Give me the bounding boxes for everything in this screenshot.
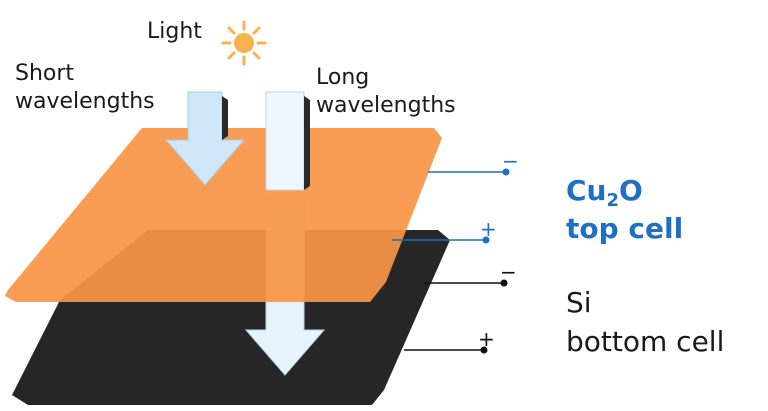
cu-text: Cu	[566, 174, 606, 207]
long-wavelengths-label-line2: wavelengths	[316, 93, 456, 118]
sun-icon	[221, 20, 267, 66]
cu2o-top-cell-layer	[5, 128, 442, 302]
bottom-cell-plus-sign: +	[478, 327, 495, 351]
short-wavelengths-label-line2: wavelengths	[15, 89, 155, 114]
short-wavelength-arrow-shadow	[222, 96, 228, 140]
o-text: O	[619, 174, 643, 207]
top-cell-material-label: Cu2O	[566, 174, 643, 211]
top-cell-positive-terminal	[482, 236, 490, 244]
bottom-cell-positive-terminal	[480, 346, 488, 354]
bottom-cell-minus-sign: −	[500, 260, 517, 284]
long-wavelength-arrow-upper	[265, 91, 305, 191]
short-wavelengths-label-line1: Short	[15, 61, 74, 86]
light-label: Light	[147, 19, 202, 44]
long-wavelengths-label-line1: Long	[316, 65, 369, 90]
long-wavelength-arrow-shadow	[304, 96, 310, 190]
top-cell-negative-terminal	[502, 168, 510, 176]
bottom-cell-negative-terminal	[500, 279, 508, 287]
top-cell-label: top cell	[566, 212, 683, 245]
bottom-cell-label: bottom cell	[566, 325, 724, 358]
bottom-cell-material-label: Si	[566, 286, 592, 319]
top-cell-minus-sign: −	[502, 149, 519, 173]
subscript-2: 2	[606, 190, 619, 211]
top-cell-plus-sign: +	[480, 217, 497, 241]
